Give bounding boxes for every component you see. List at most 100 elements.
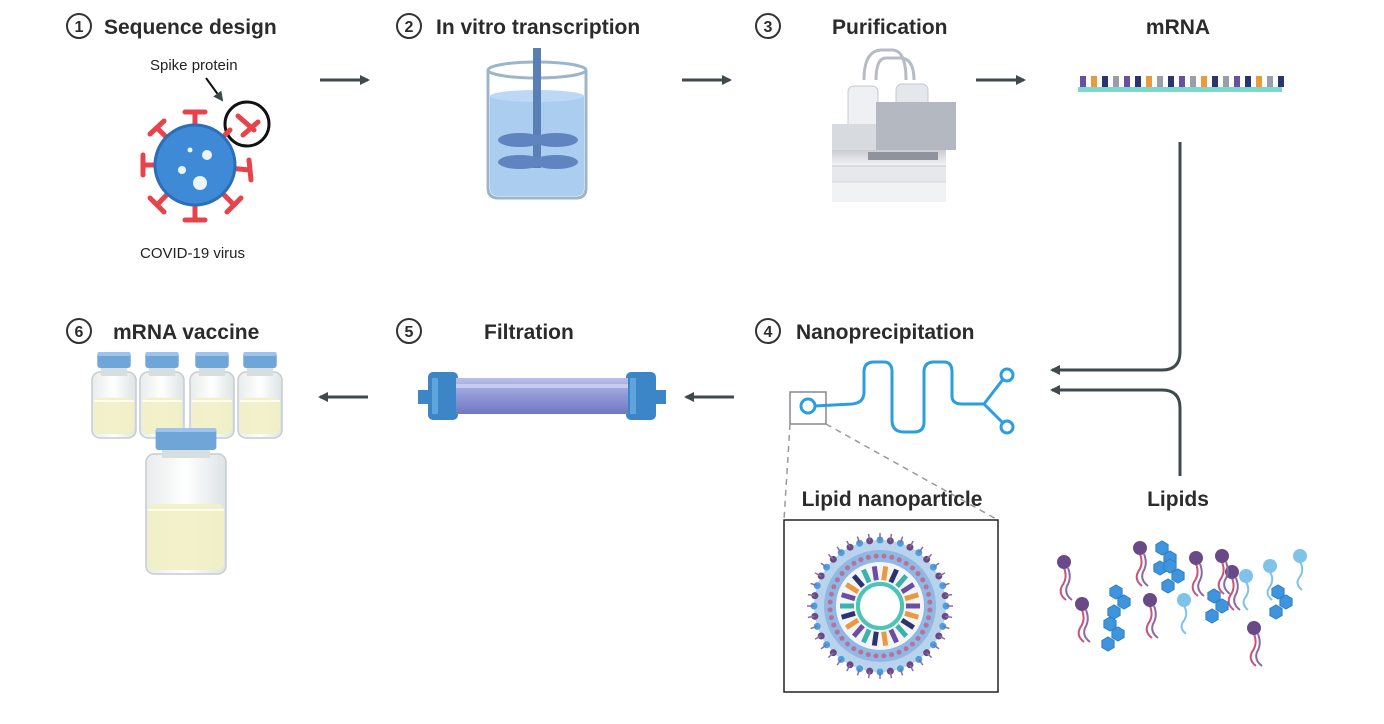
zoom-guide	[783, 423, 791, 521]
lipid-head	[909, 641, 915, 647]
vaccine-vial	[237, 352, 283, 439]
mrna-base	[871, 631, 879, 646]
microfluidic-chip-icon	[783, 360, 1015, 521]
lipids-label: Lipids	[1147, 488, 1209, 511]
step-title: mRNA vaccine	[113, 321, 259, 344]
flow-arrows	[318, 75, 1182, 476]
lipid-head	[828, 615, 834, 621]
vaccine-vial	[189, 352, 235, 439]
lipid-head	[920, 577, 926, 583]
ionizable-lipid	[1057, 555, 1073, 601]
mrna-base	[851, 574, 865, 588]
lipid-tail	[909, 664, 914, 672]
lipid-head	[896, 557, 902, 563]
lipid-tail	[889, 533, 893, 541]
lipid-tail	[918, 658, 924, 666]
lipid-tail	[889, 671, 893, 679]
lipid-head	[889, 554, 895, 560]
lipid-tail	[938, 572, 946, 577]
lipid-tail	[926, 652, 933, 659]
lipid-tail	[938, 635, 946, 640]
lipid-tail	[945, 615, 953, 619]
lipid-tail	[846, 540, 851, 548]
mrna-base	[895, 624, 909, 638]
lipids-cluster-icon	[1057, 540, 1307, 667]
step-number-circle	[396, 318, 422, 344]
lipid-nanoparticle-label: Lipid nanoparticle	[802, 488, 983, 511]
mrna-base	[888, 628, 899, 644]
step-number: 4	[764, 324, 773, 341]
mrna-base	[900, 582, 916, 595]
lipid-head	[926, 615, 932, 621]
mrna-base	[1135, 76, 1141, 87]
lipid-tail	[932, 644, 940, 650]
lipid-nanoparticle-icon	[807, 533, 953, 679]
lipid-tail	[867, 533, 871, 541]
lipid-head	[923, 584, 929, 590]
lipid-tail	[918, 546, 924, 554]
lipid-tail	[932, 562, 940, 568]
lipid-head	[896, 649, 902, 655]
lipid-head	[923, 622, 929, 628]
lipid-head	[915, 636, 921, 642]
vaccine-vial	[145, 428, 227, 575]
lipid-tail	[807, 615, 815, 619]
lipid-head	[873, 653, 879, 659]
lipid-head	[844, 641, 850, 647]
lipid-tail	[814, 635, 822, 640]
step-number: 3	[764, 19, 773, 36]
helper-lipid	[1263, 559, 1277, 601]
lipid-tail	[899, 536, 904, 544]
vaccine-vial	[139, 352, 185, 439]
mrna-base	[888, 568, 899, 584]
step-title: Purification	[832, 16, 948, 39]
mrna-base	[840, 610, 856, 620]
ionizable-lipid	[1133, 541, 1149, 587]
step-number-circle	[755, 13, 781, 39]
lipid-tail	[814, 572, 822, 577]
lipid-head	[828, 591, 834, 597]
lipid-tail	[810, 582, 818, 587]
lipid-head	[831, 622, 837, 628]
vaccine-vial	[91, 352, 137, 439]
mrna-base	[904, 610, 920, 620]
mrna-base	[1212, 76, 1218, 87]
step-5-header: 5 Filtration	[396, 318, 574, 344]
cholesterol-molecule	[1205, 588, 1229, 624]
spike-highlight-icon	[235, 113, 261, 138]
step-title: Sequence design	[104, 16, 277, 39]
step-title: Nanoprecipitation	[796, 321, 975, 344]
covid-virus-icon: Spike protein COVID-19 virus	[140, 57, 271, 262]
lipid-head	[903, 560, 909, 566]
lipid-head	[865, 652, 871, 658]
lipid-head	[858, 649, 864, 655]
virus-label: COVID-19 virus	[140, 245, 245, 262]
step-number: 1	[75, 19, 84, 36]
ionizable-lipid	[1247, 621, 1263, 667]
mrna-base	[1256, 76, 1262, 87]
ionizable-lipid	[1143, 593, 1159, 639]
step-number-circle	[396, 13, 422, 39]
lipid-head	[851, 646, 857, 652]
mrna-base	[1102, 76, 1108, 87]
mrna-base	[1201, 76, 1207, 87]
helper-lipid	[1239, 569, 1253, 611]
lipid-head	[831, 584, 837, 590]
mrna-base	[1157, 76, 1163, 87]
lipid-head	[881, 553, 887, 559]
mrna-base	[895, 574, 909, 588]
lipid-head	[926, 591, 932, 597]
mrna-base	[871, 566, 879, 581]
ionizable-lipid	[1215, 549, 1231, 595]
mrna-base	[1146, 76, 1152, 87]
mrna-base	[1080, 76, 1086, 87]
lipid-head	[910, 565, 916, 571]
lipid-head	[827, 599, 833, 605]
step-4-header: 4 Nanoprecipitation	[755, 318, 975, 344]
step-title: In vitro transcription	[436, 16, 640, 39]
step-3-header: 3 Purification	[755, 13, 948, 39]
lipid-tail	[827, 553, 834, 560]
mrna-base	[1113, 76, 1119, 87]
mrna-base	[1278, 76, 1284, 87]
